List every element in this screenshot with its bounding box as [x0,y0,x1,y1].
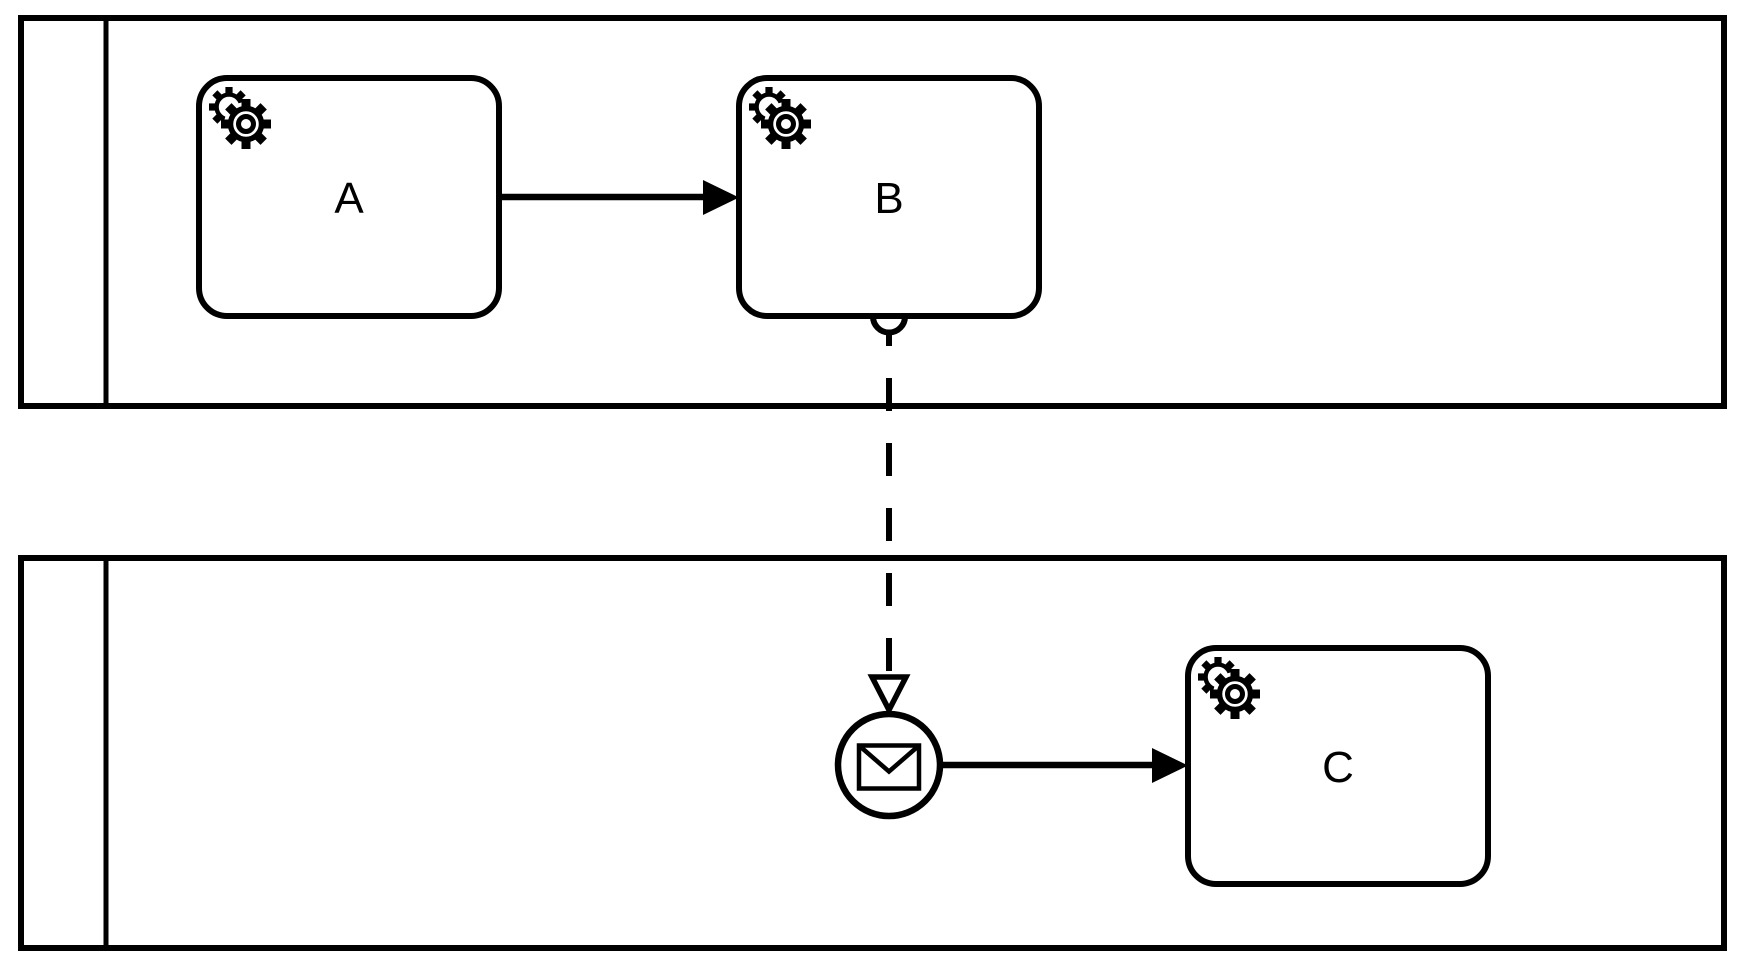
task-a-shape [196,75,502,319]
task-b-shape [736,75,1042,319]
envelope-icon [856,743,922,791]
task-c-shape [1185,645,1491,887]
sequence-flow-a-to-b[interactable] [499,180,739,215]
task-c[interactable]: C [1185,645,1491,887]
task-b[interactable]: B [736,75,1042,319]
task-a-label: A [334,174,364,223]
open-arrowhead-icon [867,674,911,717]
task-b-label: B [874,174,903,223]
task-c-label: C [1322,743,1354,792]
filled-arrowhead-icon [1152,748,1188,783]
task-a[interactable]: A [196,75,502,319]
filled-arrowhead-icon [703,180,739,215]
message-start-event[interactable] [834,710,944,820]
sequence-flow-event-to-c[interactable] [943,748,1188,783]
